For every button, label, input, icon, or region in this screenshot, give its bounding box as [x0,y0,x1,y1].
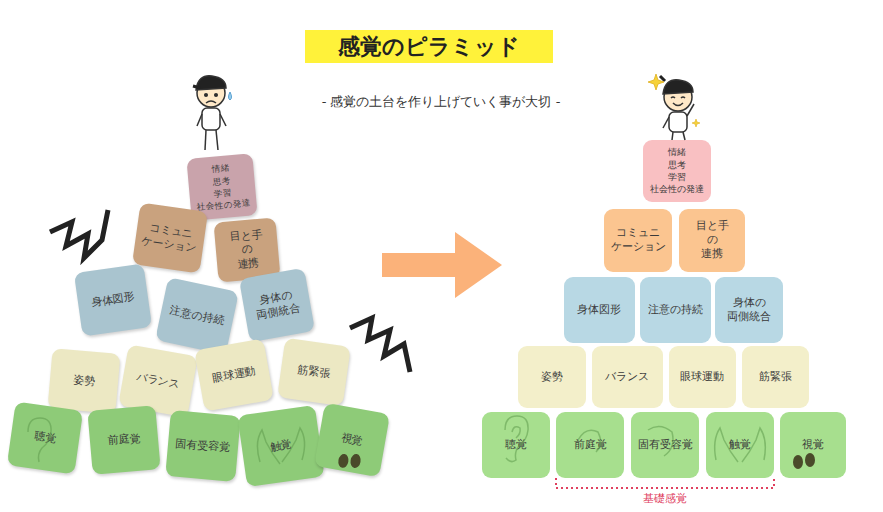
pyramid-block: 情緒思考学習社会性の発達 [643,140,711,202]
figure-arm [687,104,694,116]
block-text: 目と手 の 連携 [229,227,266,273]
figure-head [197,79,225,107]
block-text: 眼球運動 [211,364,257,386]
pyramid-block: 注意の持続 [155,277,239,355]
block-text: 聴覚 [505,438,527,452]
title-highlight [305,30,553,63]
pyramid-block: 筋緊張 [742,346,809,408]
block-text: コミュニ ケーション [611,226,666,255]
figure-arm [663,117,669,128]
figure-cap-brim [660,76,665,81]
block-text: 触覚 [269,437,293,454]
block-text: 学習 [668,171,686,183]
figure-eye [671,97,675,98]
block-text: 視覚 [802,438,824,452]
pyramid-block: コミュニ ケーション [604,209,672,272]
pyramid-block: 聴覚 [482,412,550,478]
block-text: 身体の 両側統合 [253,287,301,323]
pyramid-block: 前庭覚 [87,405,160,475]
pyramid-block: 眼球運動 [669,346,736,408]
figure-arm [197,114,202,126]
block-text: 情緒 [668,146,686,158]
sad-figure [193,76,232,150]
block-text: 社会性の発達 [196,197,251,214]
block-text: 筋緊張 [297,363,332,382]
pyramid-block: 注意の持続 [640,277,711,343]
block-text: 注意の持続 [169,303,226,328]
block-text: 身体の 両側統合 [727,296,771,325]
pyramid-block: コミュニ ケーション [132,203,208,274]
pyramid-block: 視覚 [780,412,846,478]
block-text: 目と手 の 連携 [696,219,729,262]
diagram-title: 感覚のピラミッド [338,32,520,62]
block-text: 姿勢 [541,370,563,384]
block-text: バランス [605,370,649,384]
pyramid-block: 前庭覚 [556,412,624,478]
figure-cap [663,80,693,94]
pyramid-block: 眼球運動 [194,338,274,411]
figure-body [202,108,220,130]
block-text: バランス [135,370,181,392]
pyramid-block: 姿勢 [48,348,121,414]
pyramid-block: 目と手 の 連携 [679,209,745,272]
figure-leg [672,132,673,140]
block-text: 触覚 [729,438,751,452]
pyramid-block: 触覚 [706,412,774,478]
figure-body [669,112,687,132]
pyramid-block: バランス [592,346,663,408]
figure-head [664,83,692,111]
pyramid-block: 姿勢 [518,346,586,408]
transition-arrow [382,232,502,298]
sparkle [648,74,664,90]
pyramid-block: 固有受容覚 [631,412,699,478]
figure-mouth [673,103,683,106]
figure-cap-brim [193,86,200,88]
block-text: 情緒 [211,162,230,176]
pyramid-block: 触覚 [237,405,324,487]
figure-eye [205,94,208,97]
shake-mark [50,210,108,258]
block-text: 思考 [668,159,686,171]
block-text: 注意の持続 [648,303,703,317]
sweat-drop [229,92,232,100]
subtitle: - 感覚の土台を作り上げていく事が大切 - [322,93,561,111]
figure-mouth [206,101,216,103]
block-text: 聴覚 [33,429,57,446]
block-text: 社会性の発達 [650,183,704,195]
block-text: 前庭覚 [574,438,607,452]
figure-leg [216,130,218,150]
bracket-label: 基礎感覚 [643,491,687,506]
block-text: コミュニ ケーション [141,220,199,256]
block-text: 固有受容覚 [175,436,231,455]
pyramid-block: 聴覚 [7,402,83,475]
pyramid-block: 身体の 両側統合 [715,277,783,343]
block-text: 身体図形 [577,303,621,317]
block-text: 前庭覚 [107,431,141,448]
figure-eye [681,97,685,98]
figure-arm [220,114,226,126]
figure-eye [215,94,218,97]
pyramid-block: 筋緊張 [277,338,351,407]
block-text: 視覚 [340,431,364,449]
figure-cap [196,76,226,90]
block-text: 姿勢 [72,373,95,389]
block-text: 筋緊張 [759,370,792,384]
figure-leg [205,130,206,150]
bracket [556,478,774,488]
block-text: 身体図形 [90,290,136,310]
pyramid-block: 身体図形 [74,263,152,336]
block-text: 思考 [212,174,231,188]
happy-figure [648,74,700,140]
pyramid-block: 身体図形 [564,277,635,343]
shake-mark [350,318,410,372]
block-text: 固有受容覚 [638,438,693,452]
pyramid-block: 身体の 両側統合 [239,268,315,342]
pyramid-block: 視覚 [314,403,390,477]
pyramid-block: 固有受容覚 [165,410,240,482]
sparkle [692,119,700,127]
figure-leg [683,132,685,140]
block-text: 眼球運動 [680,370,724,384]
